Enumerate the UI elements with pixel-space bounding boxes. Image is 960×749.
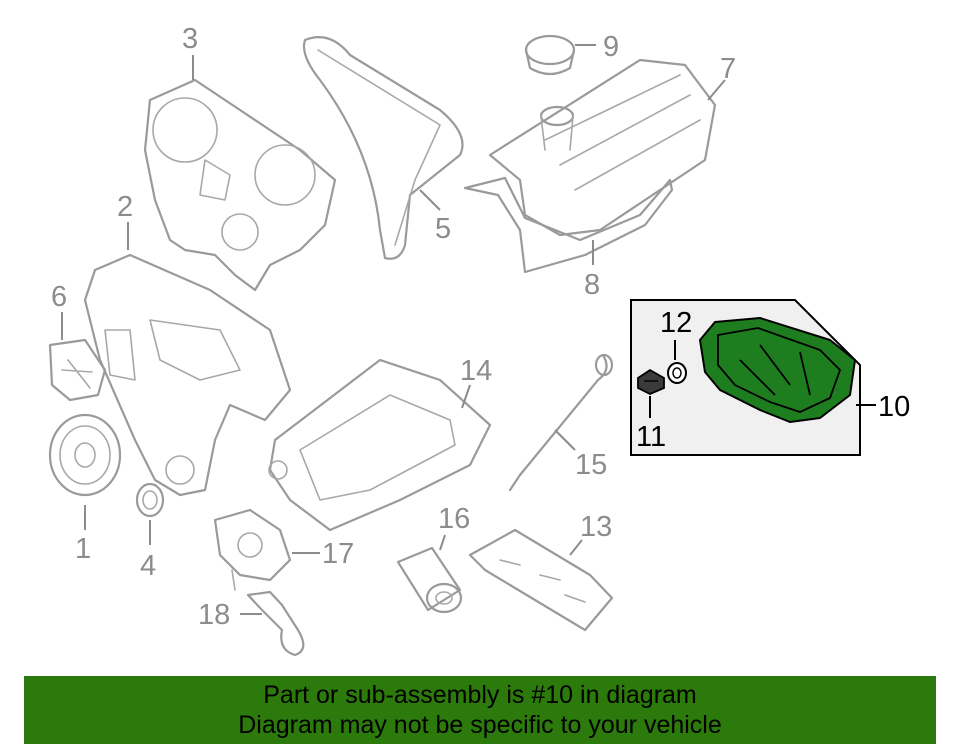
part-17-oil-pump: [213, 508, 292, 591]
callout-6: 6: [51, 281, 67, 313]
callout-12: 12: [660, 307, 692, 339]
part-11-drain-plug[interactable]: [637, 368, 665, 395]
callout-14: 14: [460, 355, 492, 387]
part-15-dipstick: [508, 353, 614, 492]
parts-diagram: 3 5 9 7 8 2 6: [48, 23, 910, 657]
callout-2: 2: [117, 191, 133, 223]
part-1-crank-pulley: [48, 413, 122, 497]
callout-13: 13: [580, 511, 612, 543]
callout-1: 1: [75, 533, 91, 565]
part-14-upper-oil-pan: [268, 358, 492, 532]
part-9-oil-filler-cap: [524, 34, 576, 76]
callout-4: 4: [140, 550, 156, 582]
callout-3: 3: [182, 23, 198, 55]
callout-15: 15: [575, 449, 607, 481]
callout-17: 17: [322, 538, 354, 570]
part-12-drain-washer[interactable]: [667, 362, 687, 384]
callout-5: 5: [435, 213, 451, 245]
callout-10: 10: [878, 391, 910, 423]
leader-15: [554, 429, 576, 451]
part-8-valve-cover-gasket: [463, 176, 674, 274]
part-5-timing-chain: [302, 36, 464, 260]
leader-16: [439, 534, 446, 551]
callout-7: 7: [720, 53, 736, 85]
callout-11: 11: [636, 421, 666, 453]
banner-line-1: Part or sub-assembly is #10 in diagram: [263, 681, 697, 709]
leader-13: [569, 539, 583, 556]
part-18-oil-strainer: [246, 590, 305, 657]
callout-18: 18: [198, 599, 230, 631]
part-4-crank-seal: [135, 482, 165, 518]
leader-14: [461, 384, 471, 409]
info-banner: Part or sub-assembly is #10 in diagram D…: [24, 676, 936, 744]
part-10-lower-oil-pan[interactable]: [699, 317, 856, 423]
part-13-baffle: [468, 528, 614, 632]
part-6-water-pump: [48, 338, 107, 402]
callout-9: 9: [603, 31, 619, 63]
part-16-oil-filter: [396, 546, 463, 614]
banner-line-2: Diagram may not be specific to your vehi…: [238, 711, 722, 739]
callout-16: 16: [438, 503, 470, 535]
part-2-front-timing-cover: [83, 253, 292, 497]
callout-8: 8: [584, 269, 600, 301]
leader-7: [707, 79, 726, 101]
part-3-rear-timing-plate: [143, 78, 337, 292]
part-7-valve-cover: [488, 58, 717, 237]
leader-5: [419, 189, 441, 211]
